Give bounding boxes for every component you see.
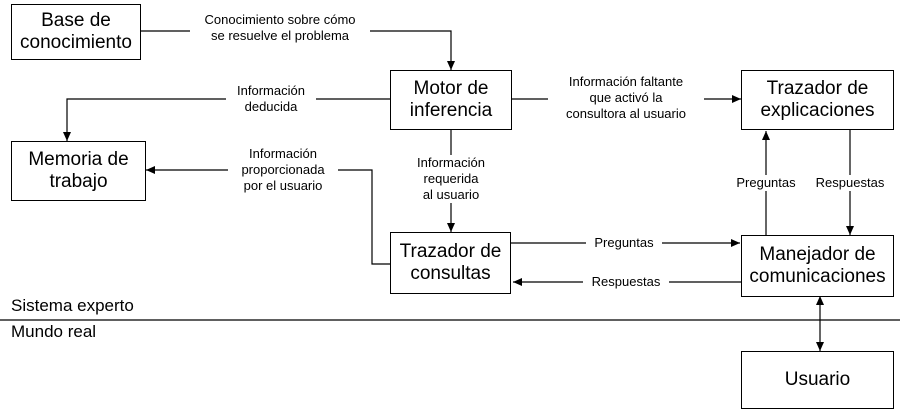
node-memoria-trabajo: Memoria de trabajo (11, 141, 146, 201)
label-preguntas-explicaciones: Preguntas (729, 175, 803, 191)
label-respuestas-explicaciones: Respuestas (806, 175, 894, 191)
label-informacion-requerida: Información requerida al usuario (402, 155, 500, 203)
label-preguntas-consultas: Preguntas (586, 235, 662, 251)
label-respuestas-consultas: Respuestas (583, 274, 669, 290)
section-mundo-real: Mundo real (11, 322, 97, 341)
node-base-conocimiento: Base de conocimiento (11, 4, 141, 60)
node-trazador-explicaciones: Trazador de explicaciones (741, 70, 894, 130)
section-sistema-experto: Sistema experto (11, 296, 134, 315)
node-manejador-comunicaciones: Manejador de comunicaciones (741, 235, 894, 297)
label-informacion-deducida: Información deducida (226, 83, 316, 115)
label-informacion-proporcionada: Información proporcionada por el usuario (228, 146, 338, 194)
node-trazador-consultas: Trazador de consultas (390, 232, 511, 294)
node-motor-inferencia: Motor de inferencia (390, 70, 512, 130)
node-usuario: Usuario (741, 351, 894, 409)
label-conocimiento: Conocimiento sobre cómo se resuelve el p… (190, 12, 370, 44)
label-informacion-faltante: Información faltante que activó la consu… (548, 74, 704, 122)
